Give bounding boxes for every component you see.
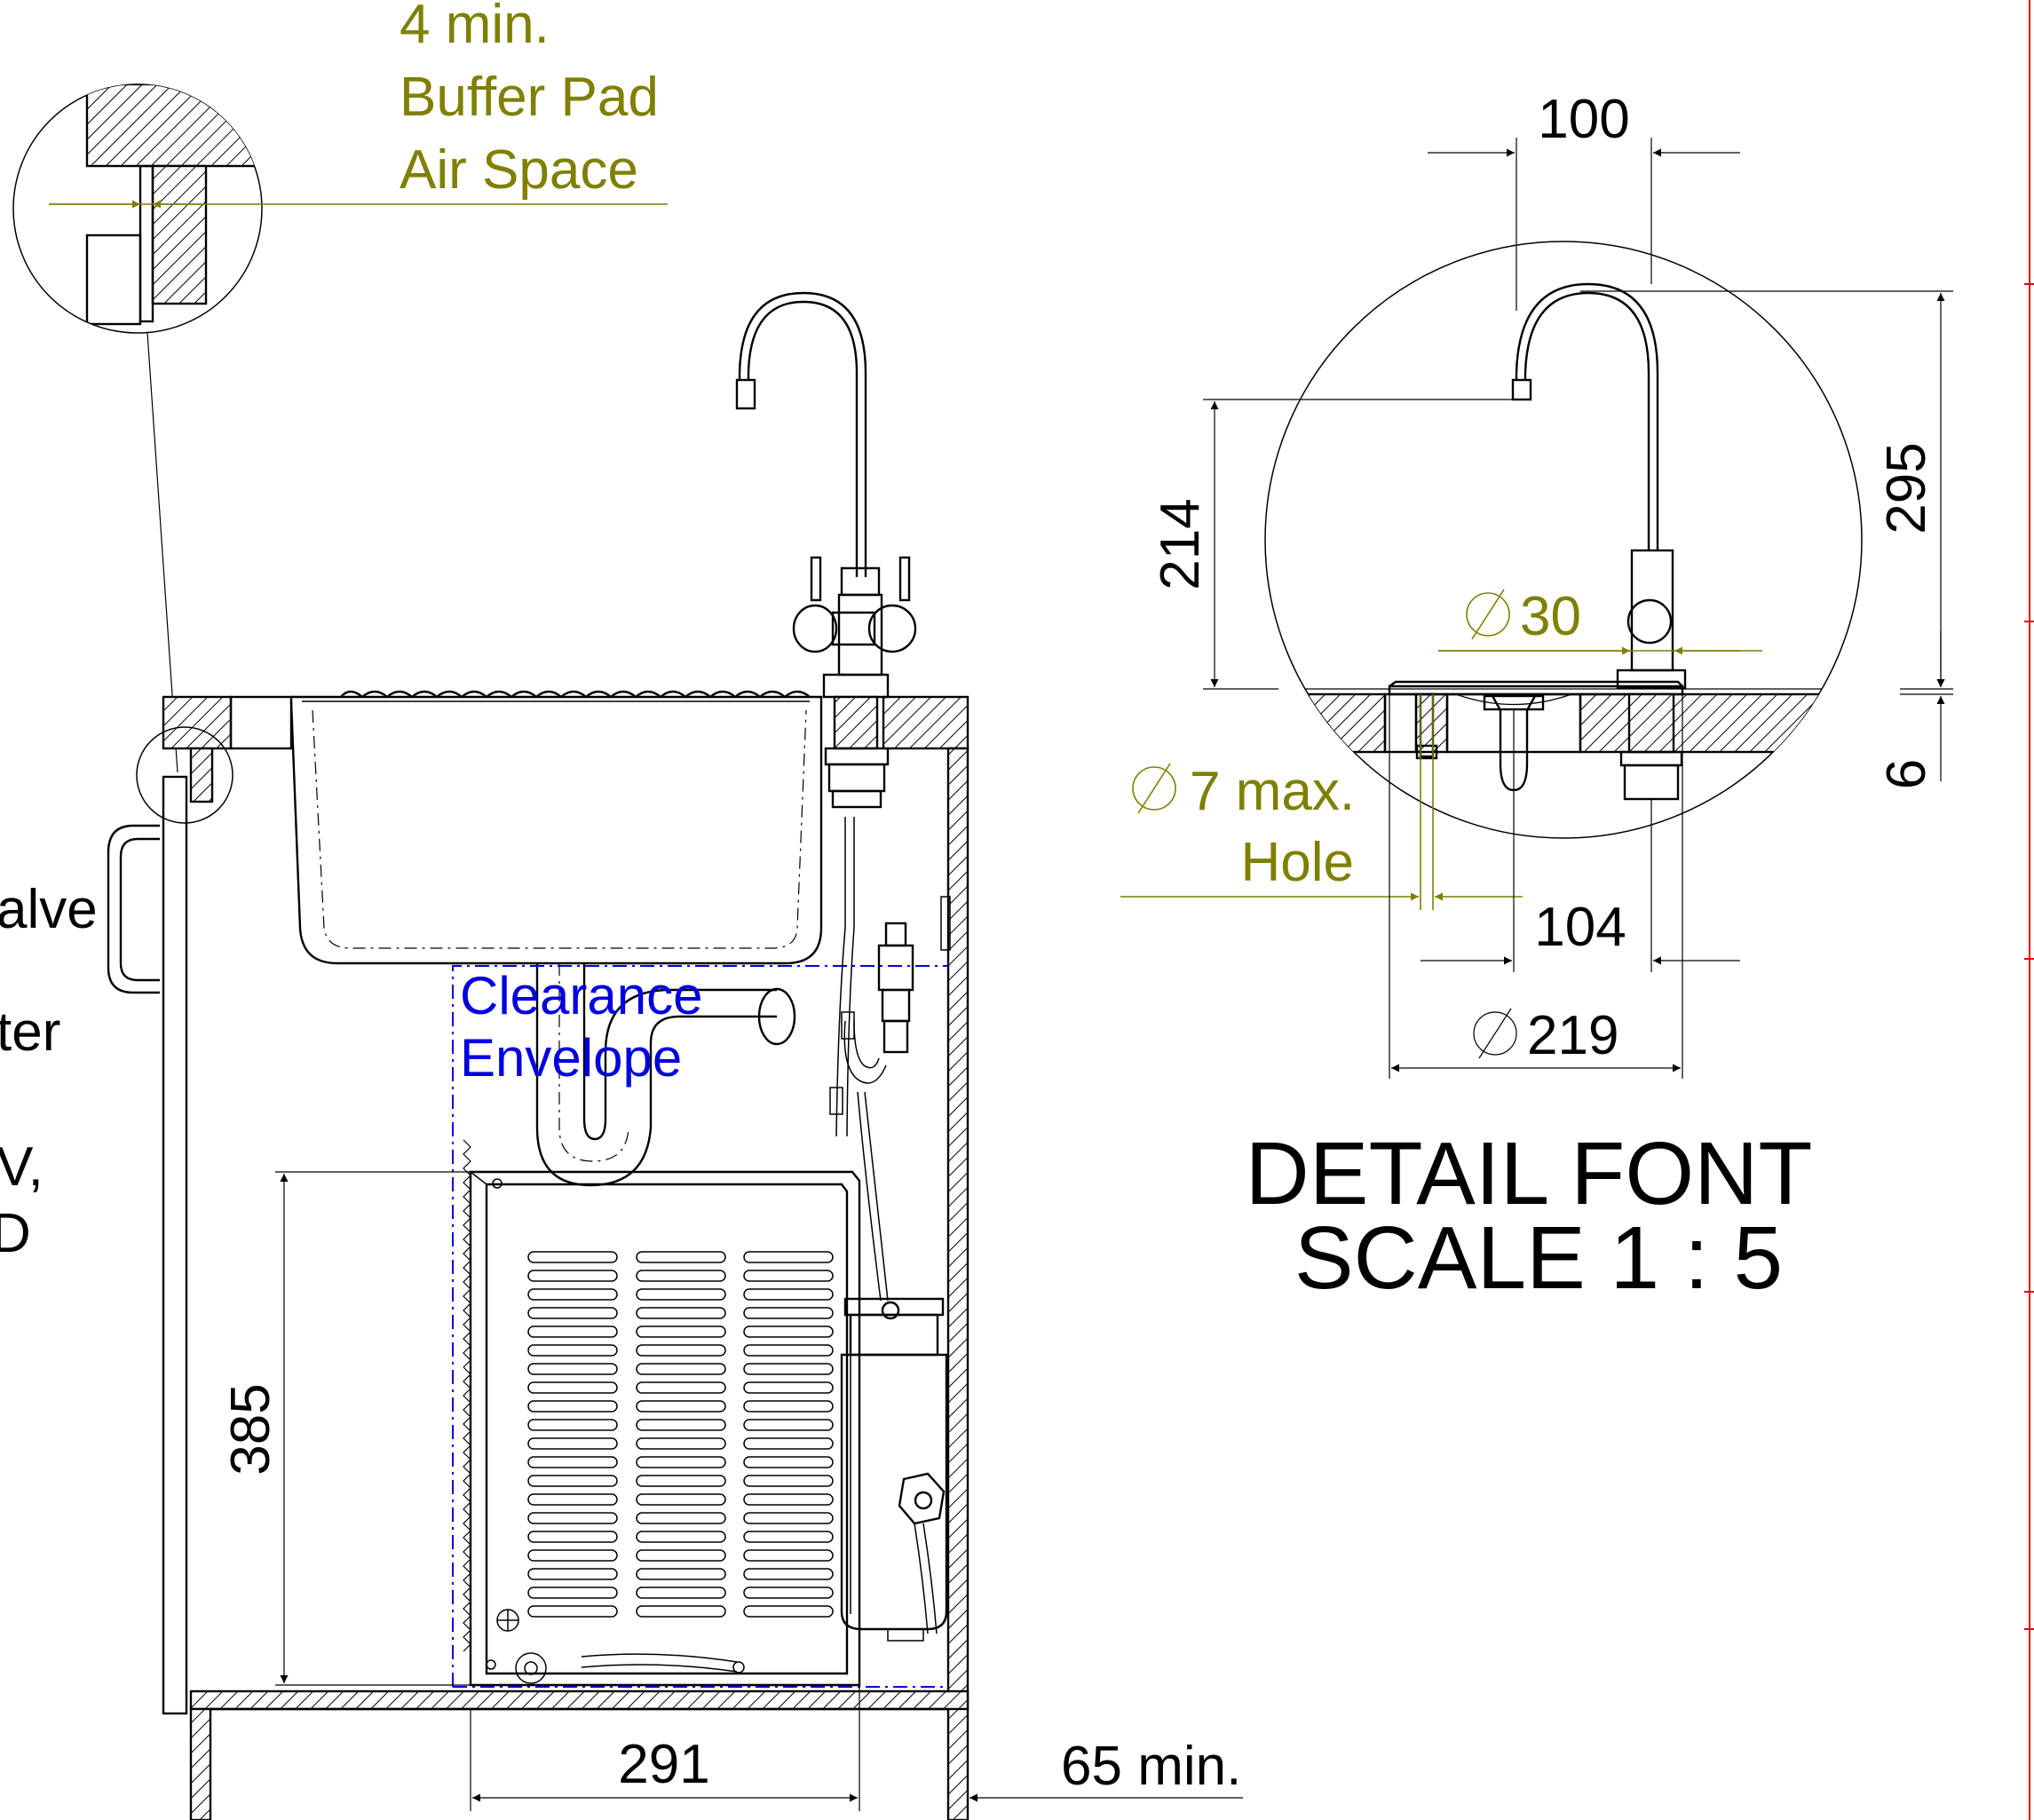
louvre-slot <box>527 1419 618 1431</box>
cabinet-section <box>107 695 970 1820</box>
louvre-slot <box>527 1288 618 1301</box>
cutoff-label-1: alve <box>0 879 98 940</box>
louvre-slot <box>527 1437 618 1450</box>
louvre-slot <box>527 1512 618 1524</box>
louvre-slot <box>743 1531 834 1543</box>
louvre-slot <box>636 1344 726 1357</box>
louvre-slot <box>636 1512 726 1524</box>
louvre-slot <box>743 1325 834 1338</box>
louvre-slot <box>743 1344 834 1357</box>
louvre-slot <box>527 1307 618 1319</box>
dim-base-thickness: 6 <box>1876 759 1937 789</box>
louvre-slot <box>527 1493 618 1506</box>
louvre-slot <box>743 1456 834 1468</box>
louvre-slot <box>743 1288 834 1301</box>
dim-base-diameter: 219 <box>1527 1005 1618 1066</box>
louvre-slot <box>743 1437 834 1450</box>
cutoff-label-2: ter <box>0 1001 60 1063</box>
louvre-slot <box>527 1531 618 1543</box>
main-tap <box>735 291 917 809</box>
callout-line-3: Air Space <box>400 139 638 201</box>
louvre-slot <box>743 1549 834 1562</box>
detail-title-line-1: DETAIL FONT <box>1246 1124 1813 1223</box>
louvre-slot <box>636 1381 726 1394</box>
louvre-slot <box>636 1288 726 1301</box>
louvre-slot <box>743 1568 834 1580</box>
dim-spout-reach: 100 <box>1538 89 1629 150</box>
louvre-slot <box>636 1251 726 1263</box>
louvre-slot <box>527 1363 618 1375</box>
dim-side-clearance: 65 min. <box>1061 1736 1241 1797</box>
louvre-slot <box>527 1549 618 1562</box>
chiller-unit <box>463 1139 861 1687</box>
louvre-slot <box>527 1381 618 1394</box>
louvre-slot <box>743 1381 834 1394</box>
dim-unit-width: 291 <box>618 1734 709 1795</box>
louvre-slot <box>743 1270 834 1282</box>
louvre-slot <box>636 1456 726 1468</box>
louvre-slot <box>636 1568 726 1580</box>
main-dimensions: 385 291 65 min. <box>220 1171 1243 1811</box>
louvre-slot <box>636 1549 726 1562</box>
dim-hole-spacing: 104 <box>1534 897 1626 958</box>
louvre-slot <box>636 1307 726 1319</box>
louvre-slot <box>527 1325 618 1338</box>
louvre-slot <box>527 1475 618 1487</box>
louvre-slot <box>743 1605 834 1618</box>
louvre-slot <box>636 1270 726 1282</box>
louvre-slot <box>636 1437 726 1450</box>
clearance-envelope: Clearance Envelope <box>452 965 948 1688</box>
louvre-slot <box>527 1605 618 1618</box>
louvre-slot <box>636 1419 726 1431</box>
dim-hole-label: Hole <box>1240 832 1354 893</box>
sheet-border <box>2024 0 2034 1820</box>
louvre-slot <box>527 1344 618 1357</box>
louvre-slot <box>636 1587 726 1599</box>
dim-hole-max: 7 max. <box>1190 761 1355 822</box>
louvre-slot <box>636 1605 726 1618</box>
louvre-slot <box>743 1475 834 1487</box>
louvre-slot <box>636 1325 726 1338</box>
dim-overall-height: 295 <box>1876 442 1937 534</box>
louvre-slot <box>527 1251 618 1263</box>
callout-line-1: 4 min. <box>400 0 550 55</box>
dim-spout-height: 214 <box>1150 498 1211 590</box>
louvre-slot <box>743 1512 834 1524</box>
louvre-slot <box>743 1363 834 1375</box>
buffer-pad-callout: 4 min. Buffer Pad Air Space <box>400 0 659 201</box>
louvre-slot <box>743 1493 834 1506</box>
clearance-line-2: Envelope <box>460 1028 682 1088</box>
louvre-slot <box>743 1400 834 1412</box>
cutoff-labels: alve ter V, D <box>0 879 98 1264</box>
louvre-slot <box>527 1400 618 1412</box>
louvre-slot <box>527 1270 618 1282</box>
cutoff-label-3: V, <box>0 1136 44 1198</box>
louvre-slot <box>743 1587 834 1599</box>
cutoff-label-4: D <box>0 1203 31 1264</box>
dim-stem-diameter: 30 <box>1520 586 1581 647</box>
louvre-slot <box>743 1251 834 1263</box>
louvre-slot <box>743 1419 834 1431</box>
filter-assembly <box>829 817 951 1642</box>
detail-title-line-2: SCALE 1 : 5 <box>1294 1208 1783 1308</box>
louvre-slot <box>527 1568 618 1580</box>
sink <box>289 690 823 1187</box>
detail-font: 100 214 295 6 30 7 max. Hole <box>1120 89 1953 1308</box>
callout-line-2: Buffer Pad <box>400 67 659 128</box>
louvre-slot <box>743 1307 834 1319</box>
louvre-slot <box>527 1456 618 1468</box>
dim-unit-height: 385 <box>220 1383 281 1475</box>
louvre-slot <box>636 1400 726 1412</box>
louvre-slot <box>636 1475 726 1487</box>
louvre-slot <box>636 1493 726 1506</box>
louvre-slot <box>527 1587 618 1599</box>
louvre-slot <box>636 1531 726 1543</box>
louvre-slot <box>636 1363 726 1375</box>
clearance-line-1: Clearance <box>460 966 703 1025</box>
